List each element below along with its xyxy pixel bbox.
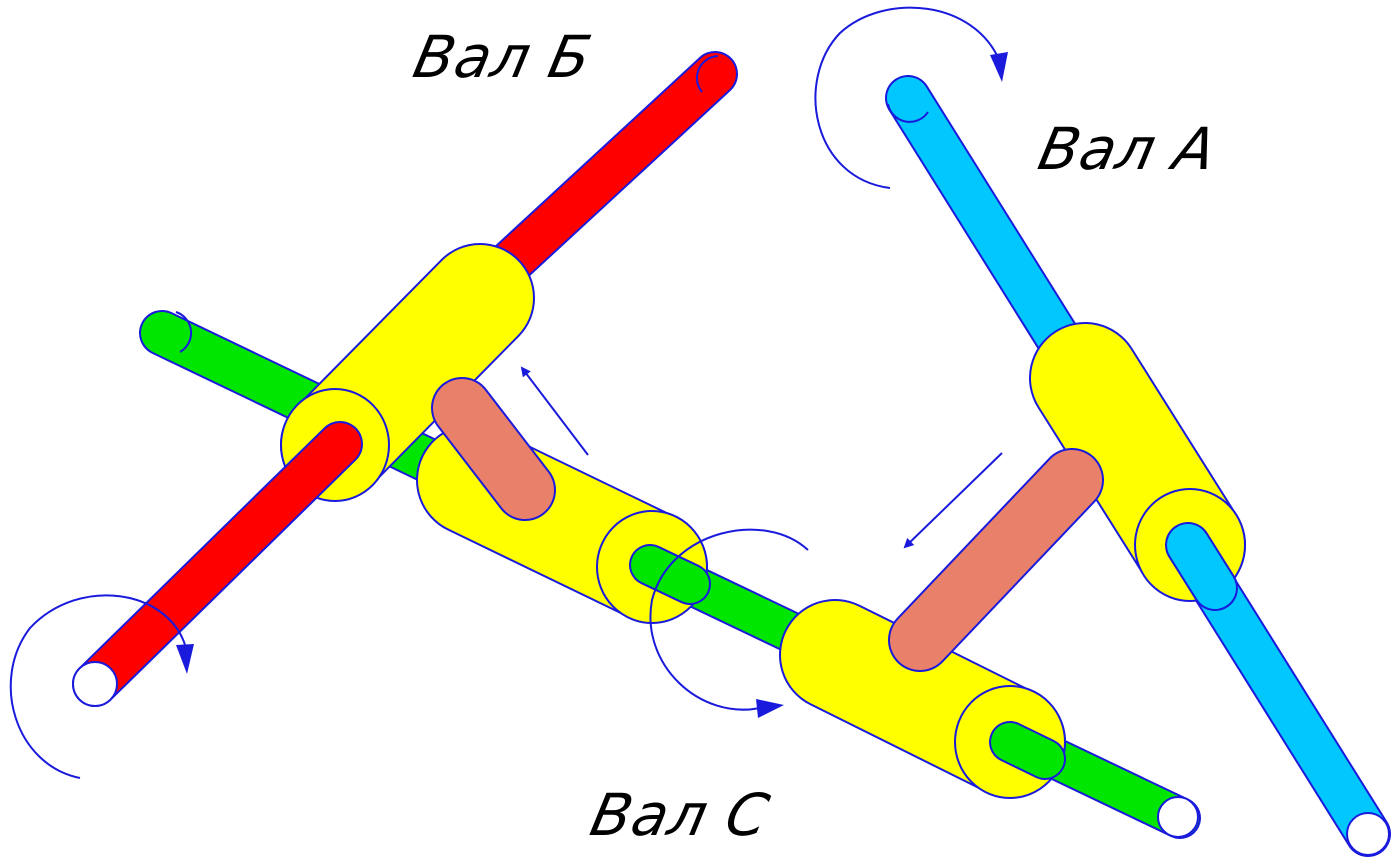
motion-arrow-link-b-c [520, 366, 589, 456]
shaft-c-end-cap [1157, 796, 1199, 838]
rotation-arrow-shaft-b [9, 594, 194, 779]
label-shaft-b: Вал Б [407, 23, 598, 91]
link-b-c [431, 377, 556, 521]
rotation-arrow-shaft-a [814, 6, 1008, 189]
link-a-c [888, 448, 1104, 672]
label-shaft-a: Вал А [1032, 115, 1223, 183]
collar-shaft-a [1029, 322, 1246, 611]
collar-shaft-c-right [779, 599, 1066, 799]
shaft-b-lower [72, 421, 363, 707]
shaft-b-end-cap [72, 661, 118, 707]
motion-arrow-link-a-c [903, 452, 1003, 549]
rotation-arrow-shaft-c [649, 528, 809, 718]
shaft-a-end-cap [1346, 812, 1390, 856]
label-shaft-c: Вал С [584, 781, 776, 849]
